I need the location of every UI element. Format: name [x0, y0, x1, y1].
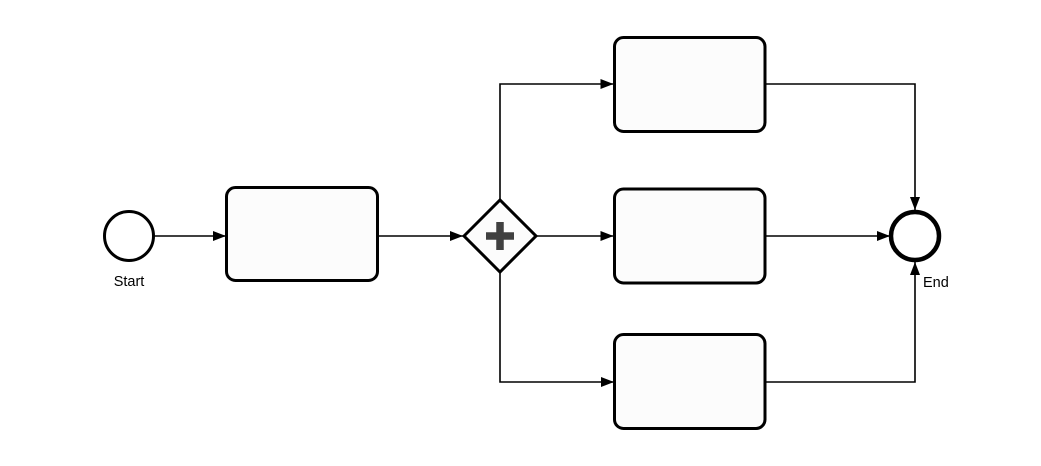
flow-gateway-to-task-top — [499, 79, 614, 199]
task-middle-shape — [613, 187, 767, 285]
flow-gateway-to-task-bottom — [499, 273, 614, 387]
plus-icon — [486, 222, 514, 250]
task-middle-node — [613, 187, 767, 285]
start-event-circle — [103, 210, 155, 262]
flow-task-top-to-end — [765, 83, 920, 210]
task-top-node — [613, 36, 767, 133]
task-bottom-node — [613, 333, 767, 430]
start-event-node: Start — [103, 210, 155, 290]
task-1-node — [225, 186, 379, 282]
flow-task-bottom-to-end — [765, 262, 920, 383]
end-event-label: End — [923, 275, 949, 291]
start-event-label: Start — [114, 274, 145, 290]
task-top-shape — [613, 36, 767, 133]
task-bottom-shape — [613, 333, 767, 430]
task-1-shape — [225, 186, 379, 282]
sequence-flows — [154, 79, 920, 387]
end-event-node: End — [888, 209, 949, 291]
end-event-circle — [888, 209, 942, 263]
parallel-gateway-node — [461, 197, 539, 275]
